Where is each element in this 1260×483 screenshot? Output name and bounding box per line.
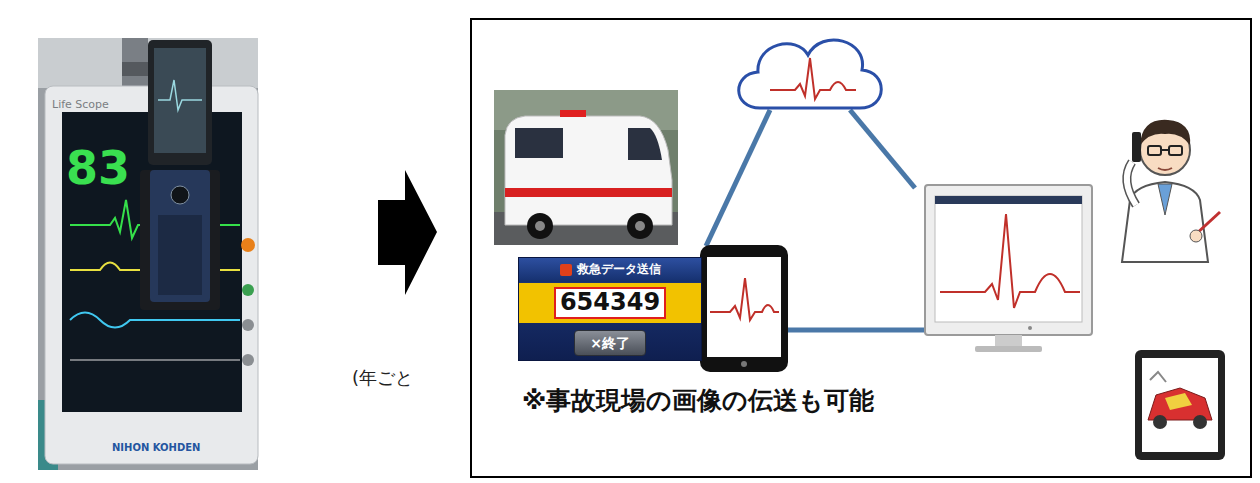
- doctor-figure: [1122, 120, 1220, 262]
- mobile-phone-part: [150, 170, 210, 302]
- ambulance-photo-part: [635, 221, 645, 231]
- hidden-text: (年ごと: [352, 368, 413, 389]
- tablet-icon-part: [710, 278, 779, 320]
- app-screen: 救急データ送信 654349 ×終了: [518, 257, 702, 361]
- app-icon: [560, 264, 572, 276]
- pc-monitor: [925, 185, 1092, 352]
- button-row: ×終了: [519, 328, 701, 358]
- mobile-phone-part: [158, 215, 202, 295]
- doctor-figure-part: [1140, 120, 1190, 145]
- ambulance-photo-part: [527, 213, 553, 239]
- cloud-icon: [739, 40, 882, 108]
- label-wrap: (年ごと: [352, 368, 413, 389]
- app-title: 救急データ送信: [577, 263, 661, 277]
- label-wrap: Life Scope: [52, 93, 109, 112]
- doctor-figure-part: [1127, 162, 1136, 205]
- ambulance-photo-part: [505, 116, 672, 225]
- network-lines-part: [788, 328, 925, 333]
- crash-tablet-part: [1142, 358, 1218, 452]
- monitor-photo-part: [241, 238, 255, 252]
- ambulance-photo: [494, 90, 678, 245]
- ambulance-photo-part: [628, 128, 662, 160]
- button-label: ×終了: [590, 335, 630, 351]
- maker-label: NIHON KOHDEN: [112, 442, 200, 454]
- network-lines-part: [706, 110, 770, 246]
- pc-monitor-part: [940, 214, 1080, 308]
- crash-tablet-part: [1135, 350, 1225, 460]
- note-text: ※事故現場の画像の伝送も可能: [522, 387, 874, 416]
- ambulance-photo-part: [505, 188, 672, 197]
- system-panel: ※事故現場の画像の伝送も可能 救急データ送信 654349 ×終了: [470, 18, 1252, 478]
- monitor-photo-part: [242, 354, 254, 366]
- pc-monitor-part: [935, 196, 1082, 322]
- ambulance-photo-part: [515, 128, 563, 158]
- doctor-figure-part: [1132, 132, 1141, 162]
- code-box: 654349: [554, 287, 666, 319]
- monitor-photo-part: [242, 319, 254, 331]
- monitor-photo-part: [70, 313, 240, 328]
- tablet-icon-part: [741, 361, 747, 367]
- cloud-icon-part: [739, 40, 882, 108]
- end-button: ×終了: [574, 330, 646, 356]
- monitor-photo-part: [38, 38, 258, 470]
- heart-rate-value: 83: [66, 142, 130, 195]
- doctor-figure-part: [1169, 146, 1182, 155]
- tablet-icon-part: [707, 257, 781, 357]
- mobile-phone-part: [158, 80, 202, 110]
- doctor-figure-part: [1158, 168, 1172, 170]
- doctor-figure-part: [1190, 230, 1202, 242]
- crash-tablet-part: [1193, 415, 1207, 429]
- monitor-photo: [38, 38, 258, 470]
- ambulance-photo-part: [494, 90, 678, 245]
- block-arrow: [378, 170, 437, 295]
- code-band: 654349: [519, 283, 701, 323]
- label-wrap: 83: [66, 142, 130, 195]
- block-arrow-part: [378, 170, 437, 295]
- doctor-figure-part: [1158, 184, 1172, 215]
- mobile-phone-part: [171, 186, 189, 204]
- code-number: 654349: [560, 289, 660, 317]
- doctor-figure-part: [1161, 149, 1169, 151]
- crash-tablet-part: [1165, 393, 1192, 410]
- crash-tablet-part: [1148, 388, 1212, 420]
- doctor-figure-part: [1127, 162, 1136, 205]
- doctor-figure-part: [1148, 146, 1161, 155]
- ambulance-photo-part: [535, 221, 545, 231]
- mobile-phone: [140, 40, 220, 310]
- crash-tablet-part: [1153, 415, 1167, 429]
- mobile-phone-part: [140, 170, 220, 310]
- mobile-phone-part: [154, 48, 206, 153]
- pc-monitor-part: [1028, 326, 1032, 330]
- tablet-icon: [700, 245, 788, 372]
- crash-tablet-part: [1150, 372, 1166, 382]
- crash-tablet: [1135, 350, 1225, 460]
- ambulance-photo-part: [627, 213, 653, 239]
- pc-monitor-part: [995, 335, 1022, 347]
- app-title-bar: 救急データ送信: [519, 258, 701, 282]
- pc-monitor-part: [935, 196, 1082, 204]
- ambulance-photo-part: [560, 110, 586, 117]
- network-lines-part: [850, 110, 915, 188]
- cloud-icon-part: [770, 58, 856, 99]
- monitor-photo-part: [70, 360, 240, 361]
- note-wrap: ※事故現場の画像の伝送も可能: [522, 387, 874, 416]
- label-wrap: NIHON KOHDEN: [112, 436, 200, 455]
- tablet-icon-part: [700, 245, 788, 372]
- brand-label: Life Scope: [52, 99, 109, 112]
- pc-monitor-part: [975, 346, 1042, 352]
- monitor-photo-part: [242, 284, 254, 296]
- pc-monitor-part: [925, 185, 1092, 335]
- mobile-phone-part: [148, 40, 212, 165]
